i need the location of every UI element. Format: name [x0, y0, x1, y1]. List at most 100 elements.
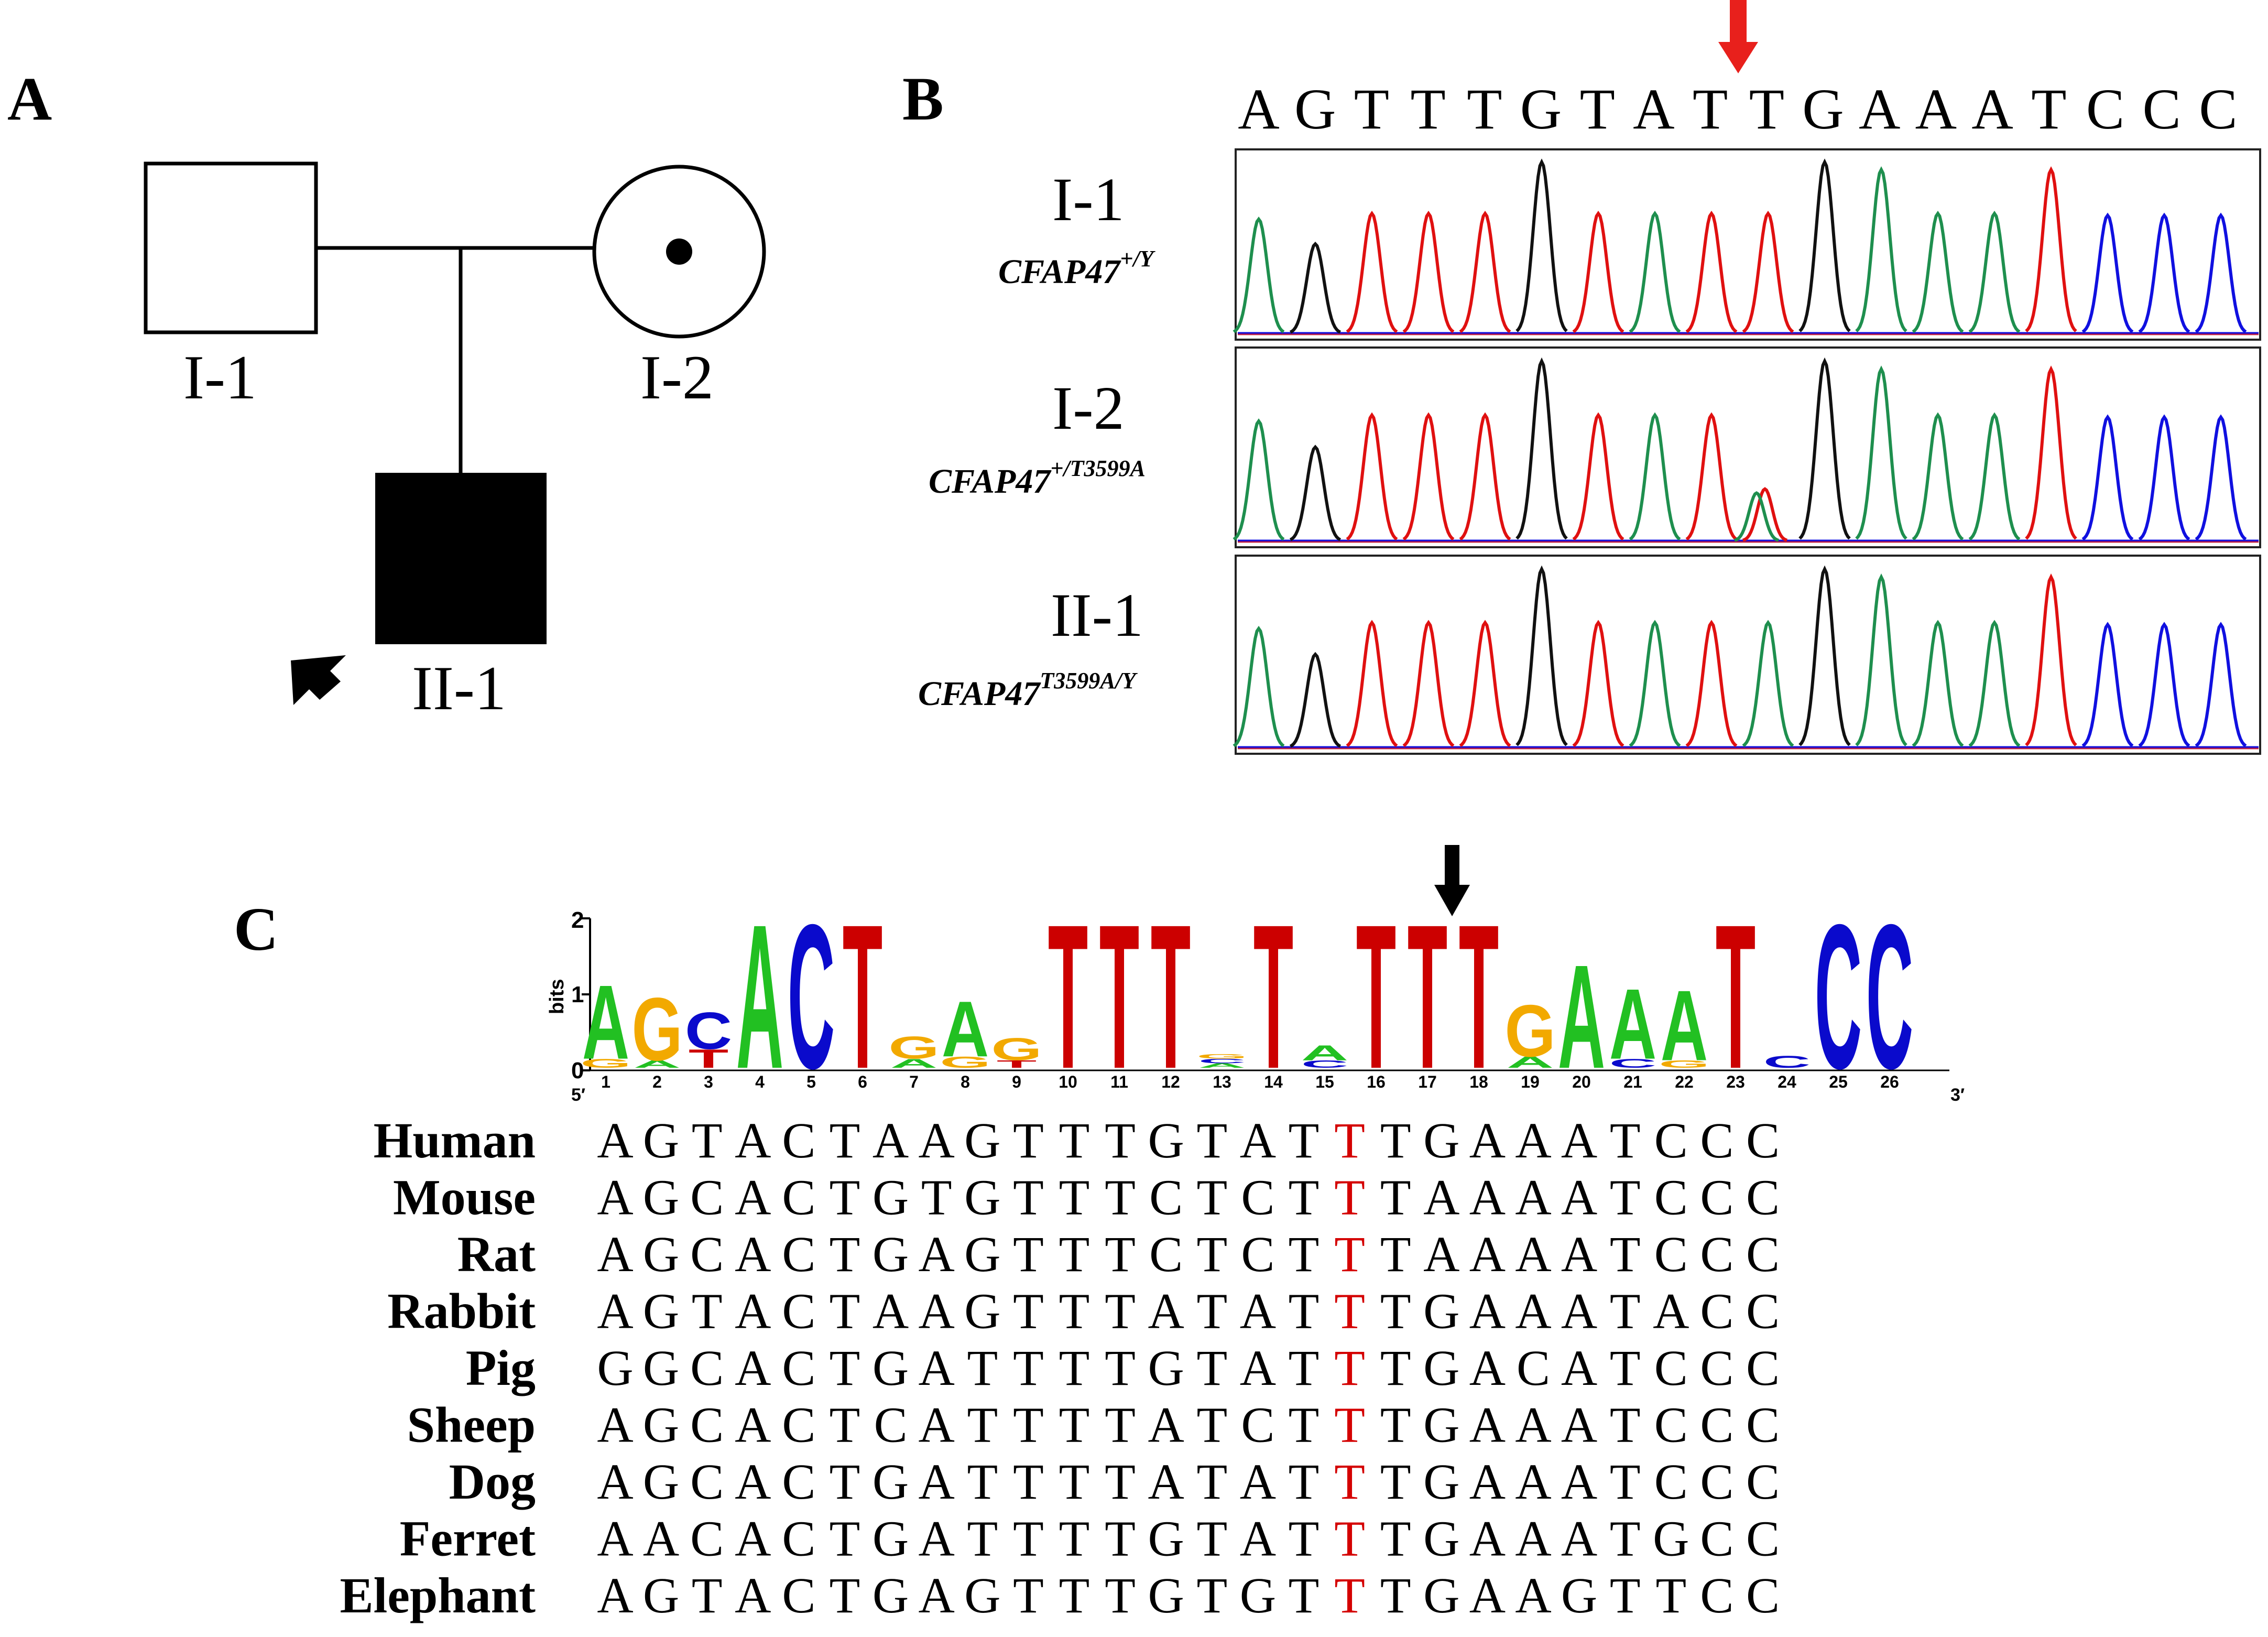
- gene-name: CFAP47: [998, 253, 1121, 291]
- species-name: Human: [374, 1112, 536, 1168]
- alignment-base: A: [1515, 1283, 1551, 1339]
- logo-ytick-2: 2: [571, 907, 584, 933]
- trace-peak: [1572, 412, 1624, 541]
- panel-label-a: A: [7, 64, 52, 133]
- species-name: Sheep: [407, 1397, 536, 1453]
- alignment-base: T: [1105, 1567, 1136, 1623]
- logo-letter: T: [1459, 881, 1499, 1111]
- alignment-base: C: [1746, 1169, 1780, 1226]
- trace-group: [1233, 357, 2259, 543]
- reference-base: T: [1580, 77, 1615, 141]
- alignment-base: G: [643, 1283, 679, 1339]
- alignment-base: A: [1515, 1397, 1551, 1453]
- alignment-base: C: [1746, 1226, 1780, 1282]
- logo-position-label: 18: [1469, 1072, 1488, 1091]
- logo-letter: C: [1609, 1056, 1656, 1070]
- alignment-base: C: [690, 1169, 724, 1226]
- alignment-base: T: [967, 1397, 998, 1453]
- genotype-label: CFAP47+/Y: [998, 246, 1156, 291]
- alignment-base: T: [1334, 1226, 1365, 1282]
- alignment-base: C: [1700, 1511, 1733, 1567]
- alignment-base: T: [1289, 1511, 1320, 1567]
- trace-peak: [2138, 414, 2190, 541]
- label-i2: I-2: [640, 342, 714, 412]
- alignment-base: A: [919, 1511, 955, 1567]
- alignment-base: A: [1469, 1169, 1506, 1226]
- alignment-base: T: [967, 1454, 998, 1510]
- species-name: Rabbit: [387, 1283, 536, 1339]
- alignment-base: T: [967, 1340, 998, 1396]
- trace-peak: [1798, 565, 1851, 746]
- trace-peak: [1233, 625, 1285, 747]
- alignment-base: T: [1196, 1511, 1227, 1567]
- alignment-base: G: [964, 1283, 1000, 1339]
- logo-letter: A: [582, 963, 629, 1081]
- affected-son-square: [375, 473, 547, 644]
- alignment-base: A: [643, 1511, 679, 1567]
- trace-peak: [1742, 210, 1794, 333]
- alignment-base: A: [735, 1226, 771, 1282]
- logo-five-prime: 5′: [571, 1085, 585, 1105]
- alignment-base: C: [1654, 1454, 1688, 1510]
- trace-peak: [1402, 210, 1455, 333]
- alignment-base: G: [643, 1226, 679, 1282]
- alignment-base: G: [643, 1397, 679, 1453]
- alignment-base: G: [873, 1511, 909, 1567]
- logo-position-label: 4: [755, 1072, 765, 1091]
- alignment-base: A: [597, 1226, 633, 1282]
- logo-position-label: 20: [1572, 1072, 1591, 1091]
- reference-base: A: [1238, 77, 1279, 141]
- alignment-base: T: [1334, 1340, 1365, 1396]
- alignment-base: G: [1423, 1397, 1459, 1453]
- trace-peak: [1572, 210, 1624, 333]
- alignment-base: G: [873, 1169, 909, 1226]
- alignment-base: T: [1105, 1511, 1136, 1567]
- alignment-base: T: [1380, 1511, 1411, 1567]
- alignment-base: T: [1013, 1454, 1044, 1510]
- alignment-base: T: [1059, 1226, 1090, 1282]
- alignment-base: A: [1515, 1567, 1551, 1623]
- reference-base: C: [2199, 77, 2237, 141]
- alignment-base: G: [643, 1112, 679, 1168]
- logo-letter: T: [1151, 881, 1191, 1111]
- logo-letter: T: [1048, 881, 1088, 1111]
- trace-group: [1233, 158, 2259, 335]
- alignment-base: A: [1469, 1112, 1506, 1168]
- trace-peak: [1968, 210, 2021, 333]
- alignment-base: T: [1610, 1283, 1641, 1339]
- genotype-superscript: T3599A/Y: [1040, 668, 1138, 693]
- logo-position-label: 19: [1521, 1072, 1540, 1091]
- gene-name: CFAP47: [918, 675, 1041, 713]
- trace-peak: [1798, 357, 1851, 540]
- alignment-base: A: [735, 1397, 771, 1453]
- trace-peak: [1629, 412, 1681, 541]
- logo-position-label: 24: [1778, 1072, 1796, 1091]
- reference-base: A: [1633, 77, 1674, 141]
- alignment-base: C: [782, 1340, 815, 1396]
- alignment-base: T: [1380, 1454, 1411, 1510]
- alignment-base: A: [919, 1226, 955, 1282]
- logo-letter: A: [890, 1056, 937, 1070]
- trace-peak: [1855, 573, 1907, 746]
- alignment-base: A: [1240, 1112, 1276, 1168]
- alignment-base: T: [1334, 1283, 1365, 1339]
- alignment-base: A: [1240, 1454, 1276, 1510]
- alignment-base: C: [1700, 1567, 1733, 1623]
- alignment-base: T: [1289, 1169, 1320, 1226]
- alignment-base: A: [1561, 1397, 1597, 1453]
- alignment-base: A: [1148, 1454, 1184, 1510]
- trace-peak: [1912, 210, 1964, 333]
- trace-peak: [1233, 418, 1285, 541]
- trace-peak: [1459, 620, 1511, 747]
- alignment-base: A: [1653, 1283, 1689, 1339]
- alignment-base: T: [1334, 1169, 1365, 1226]
- alignment-base: A: [735, 1567, 771, 1623]
- alignment-base: C: [1700, 1283, 1733, 1339]
- alignment-base: T: [1380, 1397, 1411, 1453]
- alignment-base: T: [1380, 1226, 1411, 1282]
- alignment-base: T: [1380, 1340, 1411, 1396]
- logo-letter: A: [1301, 1041, 1348, 1065]
- trace-peak: [1515, 565, 1568, 746]
